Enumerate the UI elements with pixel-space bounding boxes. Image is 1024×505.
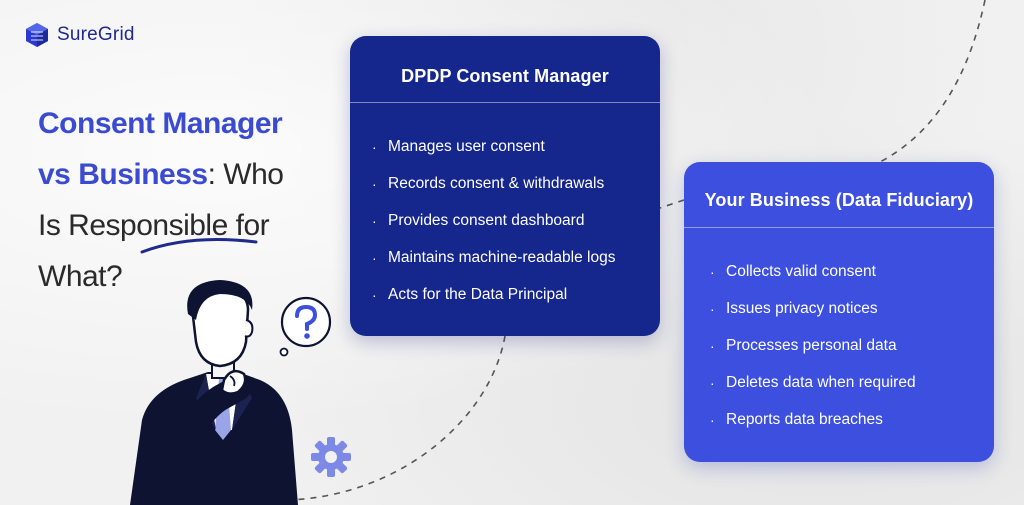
list-item: · Manages user consent	[372, 129, 660, 166]
list-item-text: Reports data breaches	[726, 410, 883, 428]
bullet-dot: ·	[372, 176, 377, 193]
list-item: · Deletes data when required	[710, 364, 994, 401]
list-item-text: Deletes data when required	[726, 373, 916, 391]
business-title: Your Business (Data Fiduciary)	[704, 190, 974, 210]
bullet-dot: ·	[710, 374, 715, 391]
bullet-dot: ·	[710, 337, 715, 354]
list-item-text: Acts for the Data Principal	[388, 285, 568, 303]
headline-accent-business: vs Business	[38, 158, 208, 191]
list-item: · Processes personal data	[710, 328, 994, 365]
list-item-text: Issues privacy notices	[726, 300, 878, 318]
list-item-text: Collects valid consent	[726, 263, 876, 281]
brand-name: SureGrid	[57, 24, 135, 45]
list-item: · Collects valid consent	[710, 254, 994, 291]
headline-who: : Who	[207, 158, 284, 191]
headline-accent-consent-manager: Consent Manager	[38, 107, 283, 140]
list-item: · Acts for the Data Principal	[372, 276, 660, 313]
bullet-dot: ·	[372, 139, 377, 156]
headline-line-1: Consent Manager	[38, 98, 318, 149]
cube-logo-icon	[26, 23, 48, 47]
headline-swoosh	[140, 238, 258, 254]
list-item-text: Processes personal data	[726, 336, 897, 354]
business-card: Your Business (Data Fiduciary) · Collects…	[684, 162, 994, 462]
bullet-dot: ·	[372, 212, 377, 229]
list-item: · Maintains machine-readable logs	[372, 239, 660, 276]
list-item-text: Records consent & withdrawals	[388, 175, 605, 193]
headline-line-4: What?	[38, 260, 123, 293]
bullet-dot: ·	[710, 411, 715, 428]
question-mark-bubble-icon	[279, 296, 332, 357]
list-item: · Provides consent dashboard	[372, 203, 660, 240]
bullet-dot: ·	[372, 286, 377, 303]
list-item: · Records consent & withdrawals	[372, 166, 660, 203]
card-divider	[684, 227, 994, 228]
bullet-dot: ·	[372, 249, 377, 266]
bullet-dot: ·	[710, 301, 715, 318]
consent-manager-title: DPDP Consent Manager	[401, 66, 609, 86]
consent-manager-list: · Manages user consent · Records consent &…	[350, 103, 660, 313]
brand-logo[interactable]: SureGrid	[24, 22, 135, 48]
list-item-text: Provides consent dashboard	[388, 211, 585, 229]
card-divider	[350, 102, 660, 103]
businessman-thinking-illustration	[130, 280, 298, 505]
bullet-dot: ·	[710, 264, 715, 281]
page-headline: Consent Manager vs Business: Who Is Resp…	[38, 98, 318, 302]
consent-manager-card: DPDP Consent Manager · Manages user conse…	[350, 36, 660, 336]
gear-icon	[311, 437, 351, 477]
list-item: · Issues privacy notices	[710, 291, 994, 328]
headline-line-2: vs Business: Who	[38, 149, 318, 200]
list-item: · Reports data breaches	[710, 401, 994, 438]
headline-line-3: Is Responsible for	[38, 209, 270, 242]
business-list: · Collects valid consent · Issues privacy …	[684, 228, 994, 438]
list-item-text: Manages user consent	[388, 138, 545, 156]
list-item-text: Maintains machine-readable logs	[388, 248, 616, 266]
